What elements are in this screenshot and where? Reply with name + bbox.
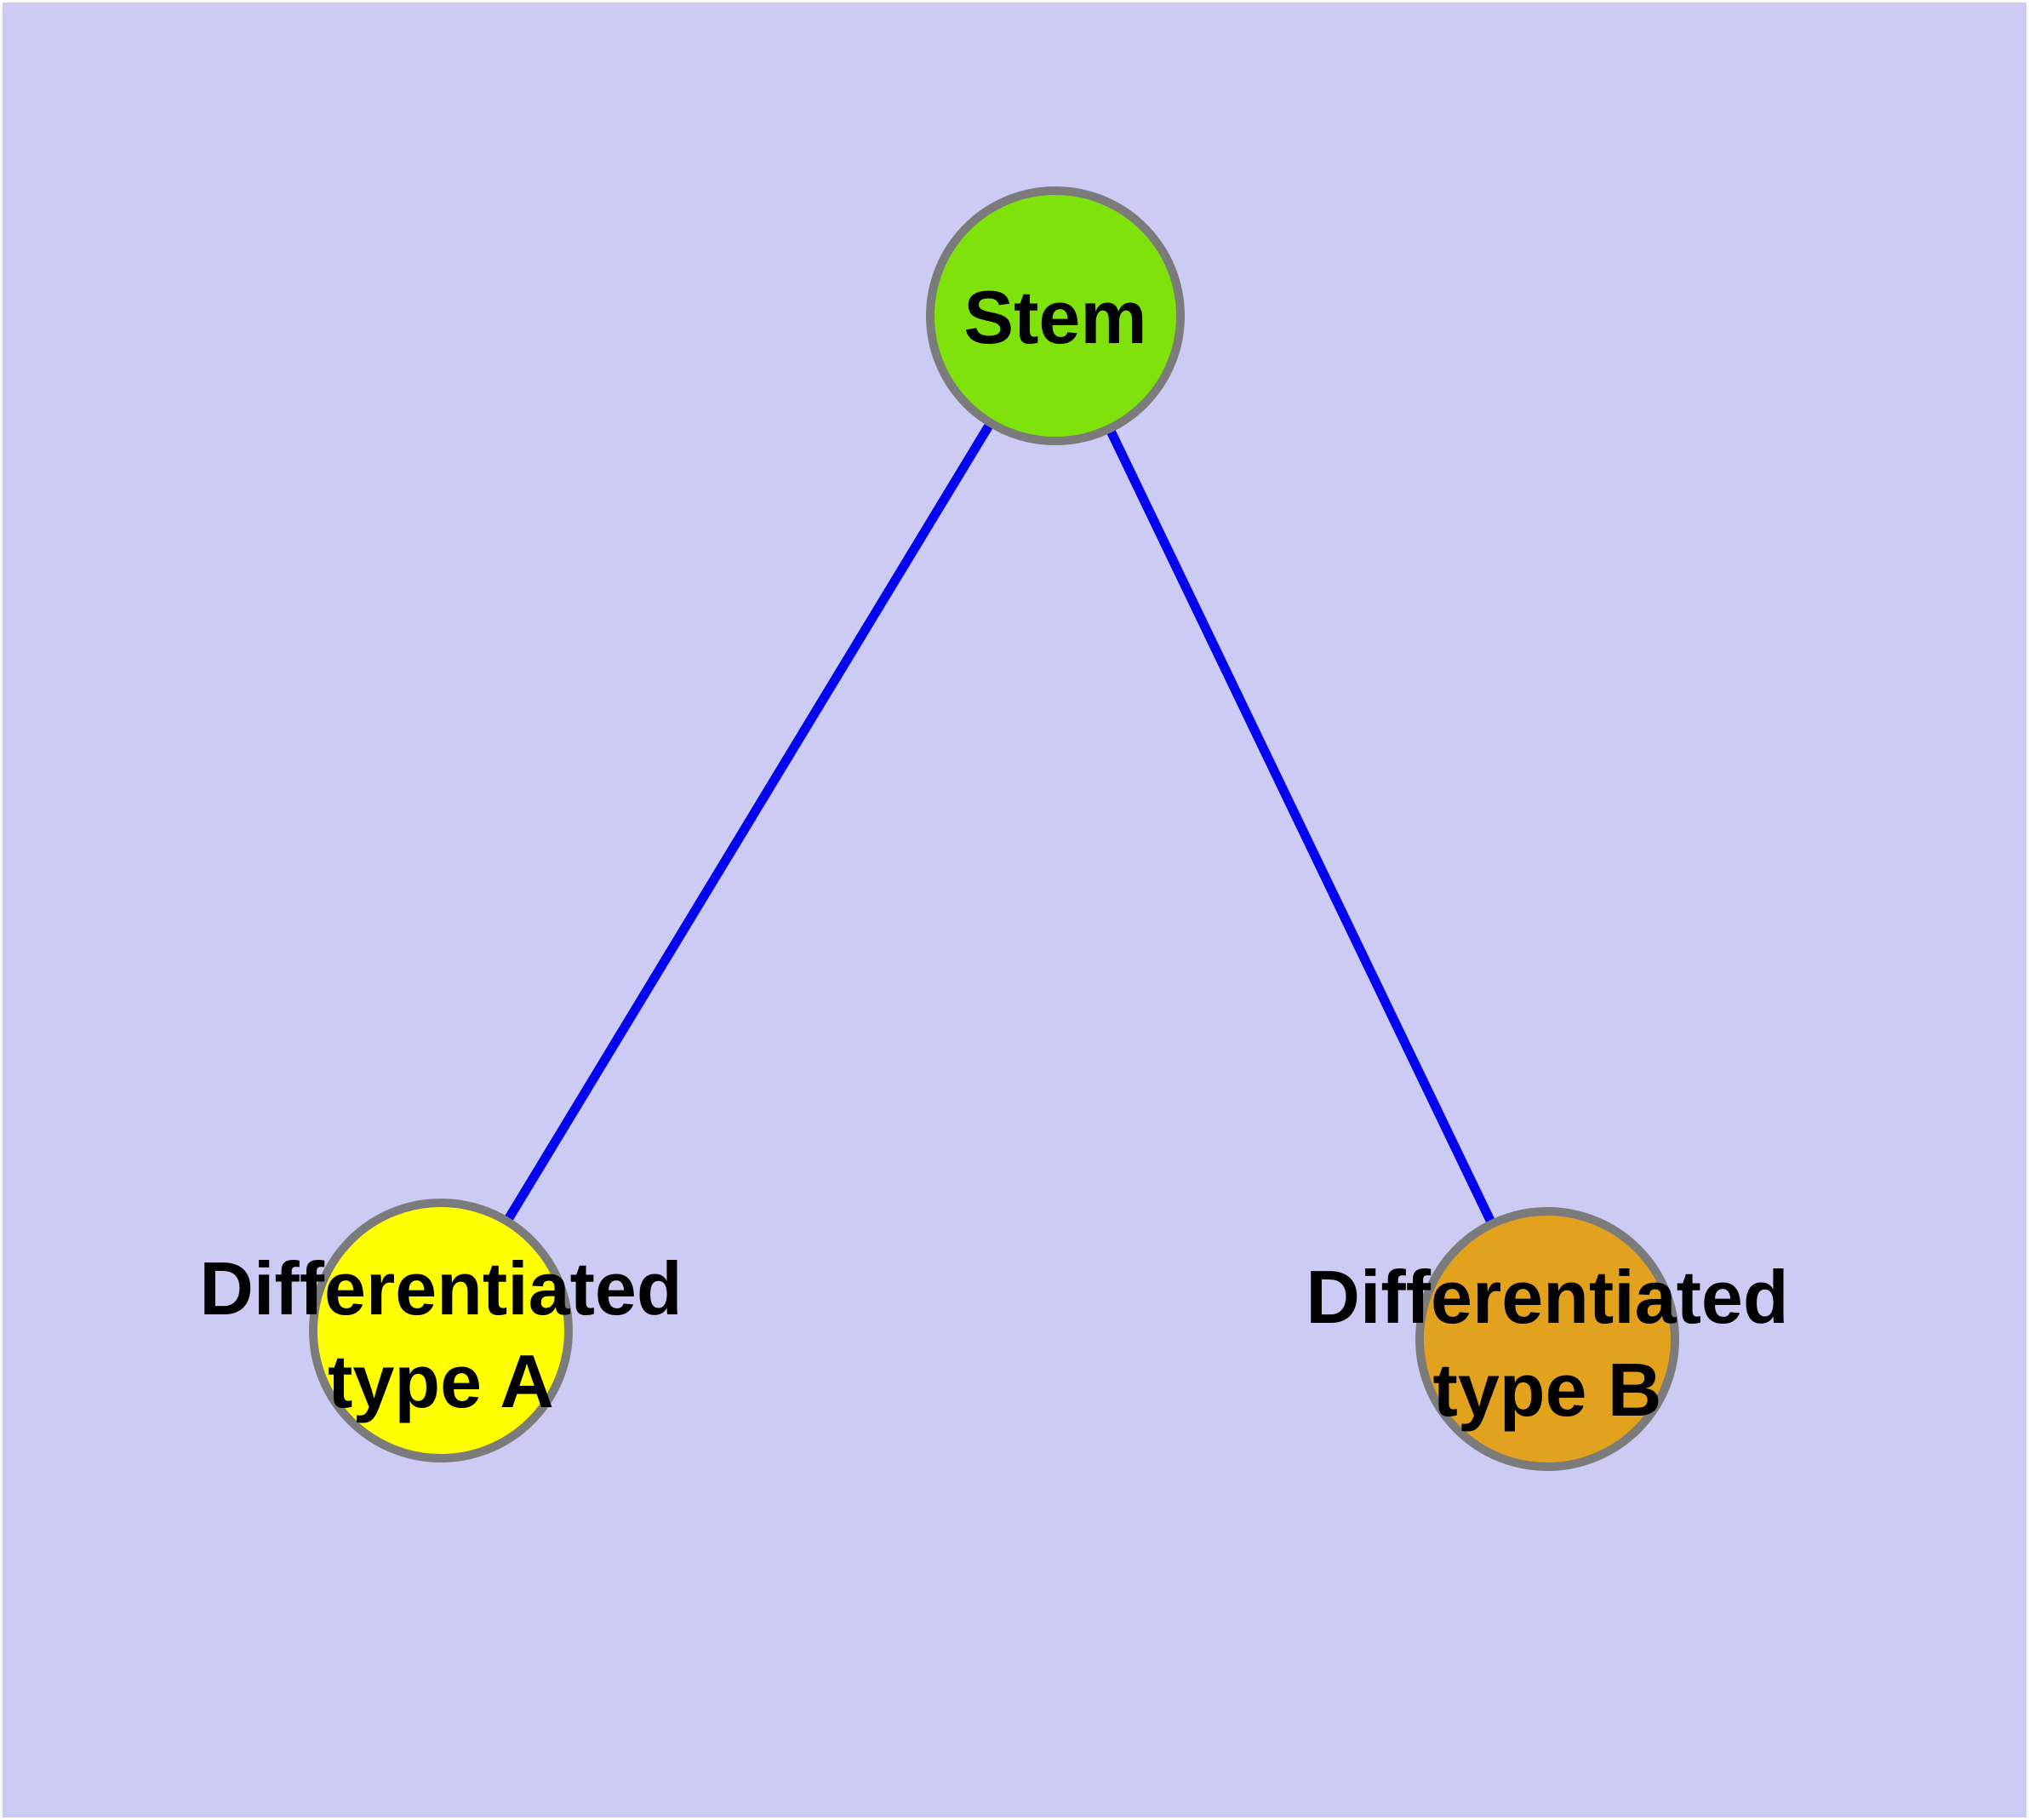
node-differentiated-type-a-circle [309, 1199, 573, 1462]
node-stem-label: Stem [963, 275, 1146, 359]
edge-stem-to-type-a [436, 311, 1060, 1336]
node-differentiated-type-a-label-line1: Differentiated [199, 1246, 682, 1331]
node-differentiated-type-b-label-line1: Differentiated [1306, 1255, 1788, 1339]
node-differentiated-type-a-label-line2: type A [328, 1339, 554, 1423]
node-differentiated-type-b-label-line2: type B [1433, 1348, 1662, 1432]
node-stem-circle [926, 186, 1185, 445]
edge-stem-to-type-b [1050, 311, 1552, 1344]
node-differentiated-type-b-circle [1415, 1207, 1679, 1471]
